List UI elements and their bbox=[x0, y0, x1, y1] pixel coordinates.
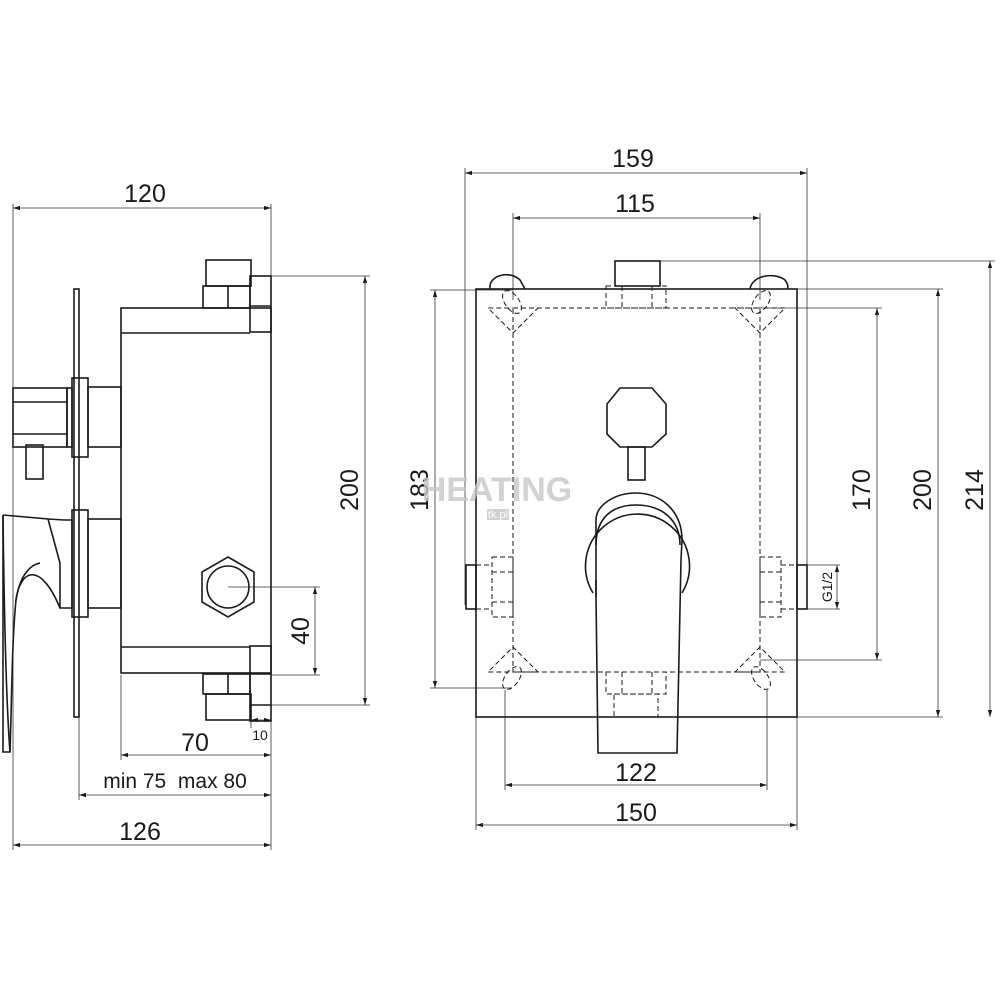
side-view: 120 200 40 10 70 min 75 max 80 126 bbox=[2, 180, 370, 850]
front-dimension-lines bbox=[432, 170, 993, 828]
dim-115: 115 bbox=[615, 190, 655, 218]
dim-159: 159 bbox=[612, 145, 654, 173]
dim-183: 183 bbox=[406, 469, 434, 511]
watermark-sub: tk.pl bbox=[488, 509, 508, 521]
dim-200-side: 200 bbox=[336, 469, 364, 511]
dim-install-depth: min 75 max 80 bbox=[103, 770, 247, 793]
dim-70: 70 bbox=[181, 729, 209, 757]
dim-150: 150 bbox=[615, 799, 657, 827]
dim-40: 40 bbox=[287, 617, 315, 645]
dim-214: 214 bbox=[961, 469, 989, 511]
side-dimension-lines bbox=[12, 205, 368, 848]
valve-body bbox=[120, 259, 272, 722]
lever-handle bbox=[2, 514, 73, 753]
dim-170: 170 bbox=[848, 469, 876, 511]
front-fittings bbox=[465, 260, 808, 610]
dim-122: 122 bbox=[615, 759, 657, 787]
hidden-box-outline bbox=[476, 285, 797, 718]
watermark: HEATING tk.pl bbox=[422, 471, 572, 521]
dim-10: 10 bbox=[252, 727, 268, 743]
dim-126: 126 bbox=[119, 818, 161, 846]
cover-plate bbox=[71, 288, 122, 718]
diverter-knob-front bbox=[606, 387, 667, 481]
front-extension-lines bbox=[430, 168, 995, 830]
front-view: 159 115 183 170 200 214 G1/2 122 150 bbox=[406, 145, 995, 830]
watermark-brand: HEATING bbox=[422, 471, 572, 509]
watermark-badge bbox=[487, 509, 509, 520]
mounting-lugs bbox=[489, 273, 789, 290]
dim-200-front: 200 bbox=[909, 469, 937, 511]
diverter-knob bbox=[12, 387, 73, 480]
dim-120: 120 bbox=[124, 180, 166, 208]
dim-thread: G1/2 bbox=[819, 572, 835, 603]
lever-handle-front bbox=[584, 492, 691, 754]
